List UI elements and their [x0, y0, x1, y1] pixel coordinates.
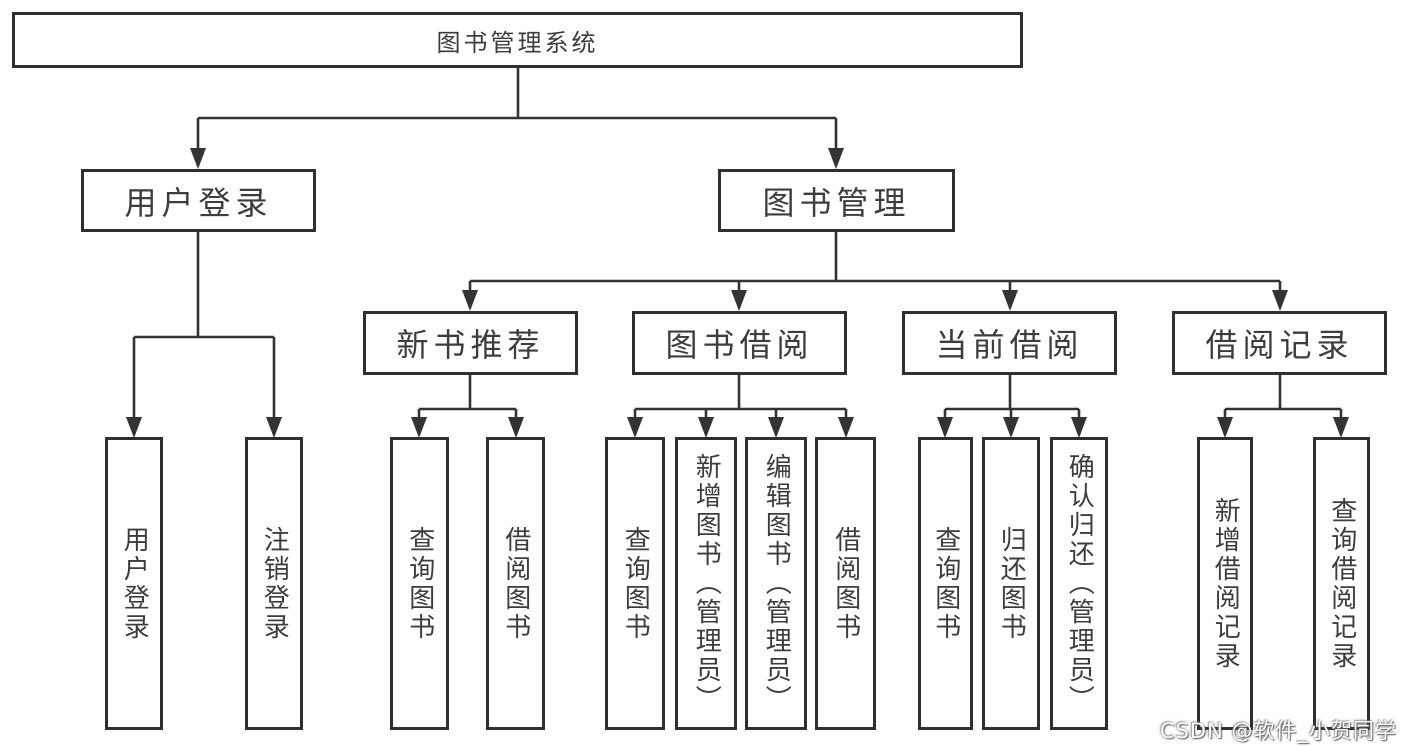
- node-label: 用户登录: [119, 525, 150, 642]
- node-label: 用户登录: [124, 183, 273, 222]
- node-label: 确认归还（管理员）: [1064, 453, 1095, 714]
- node-label: 图书管理: [762, 183, 911, 222]
- node-label: 注销登录: [259, 525, 290, 642]
- node-current-borrowing: 当前借阅: [902, 311, 1117, 375]
- leaf-edit-books-admin: 编辑图书（管理员）: [745, 437, 807, 730]
- node-book-management: 图书管理: [718, 169, 955, 232]
- node-label: 图书借阅: [665, 326, 814, 364]
- leaf-return-books: 归还图书: [982, 437, 1040, 730]
- leaf-user-login: 用户登录: [105, 437, 163, 730]
- node-label: 借阅记录: [1205, 326, 1354, 364]
- node-label: 图书管理系统: [436, 28, 599, 57]
- csdn-watermark: CSDN @软件_小贺同学: [1159, 719, 1397, 743]
- leaf-query-books-borrowing: 查询图书: [605, 437, 665, 730]
- node-label: 查询图书: [404, 525, 435, 642]
- node-label: 新书推荐: [396, 326, 545, 364]
- node-label: 新增图书（管理员）: [691, 453, 722, 714]
- node-label: 查询借阅记录: [1326, 496, 1357, 671]
- node-label: 当前借阅: [935, 326, 1084, 364]
- leaf-borrow-books-recommend: 借阅图书: [486, 437, 545, 730]
- leaf-logout: 注销登录: [245, 437, 303, 730]
- leaf-borrow-books: 借阅图书: [815, 437, 876, 730]
- leaf-query-books-recommend: 查询图书: [390, 437, 449, 730]
- node-label: 新增借阅记录: [1210, 496, 1241, 671]
- node-book-borrowing: 图书借阅: [632, 311, 847, 375]
- node-label: 借阅图书: [500, 525, 531, 642]
- leaf-query-borrow-record: 查询借阅记录: [1313, 437, 1370, 730]
- node-borrowing-records: 借阅记录: [1172, 311, 1387, 375]
- node-label: 查询图书: [620, 525, 651, 642]
- leaf-query-books-current: 查询图书: [918, 437, 973, 730]
- node-label: 归还图书: [996, 525, 1027, 642]
- node-label: 借阅图书: [830, 525, 861, 642]
- leaf-add-borrow-record: 新增借阅记录: [1197, 437, 1253, 730]
- arrowheads: [126, 148, 1349, 438]
- node-library-management-system: 图书管理系统: [12, 12, 1023, 68]
- tree-edges: [132, 68, 1343, 435]
- node-new-book-recommend: 新书推荐: [363, 311, 578, 375]
- node-label: 编辑图书（管理员）: [761, 453, 792, 714]
- node-user-login: 用户登录: [81, 169, 316, 232]
- node-label: 查询图书: [930, 525, 961, 642]
- leaf-confirm-return-admin: 确认归还（管理员）: [1050, 437, 1108, 730]
- leaf-add-books-admin: 新增图书（管理员）: [675, 437, 737, 730]
